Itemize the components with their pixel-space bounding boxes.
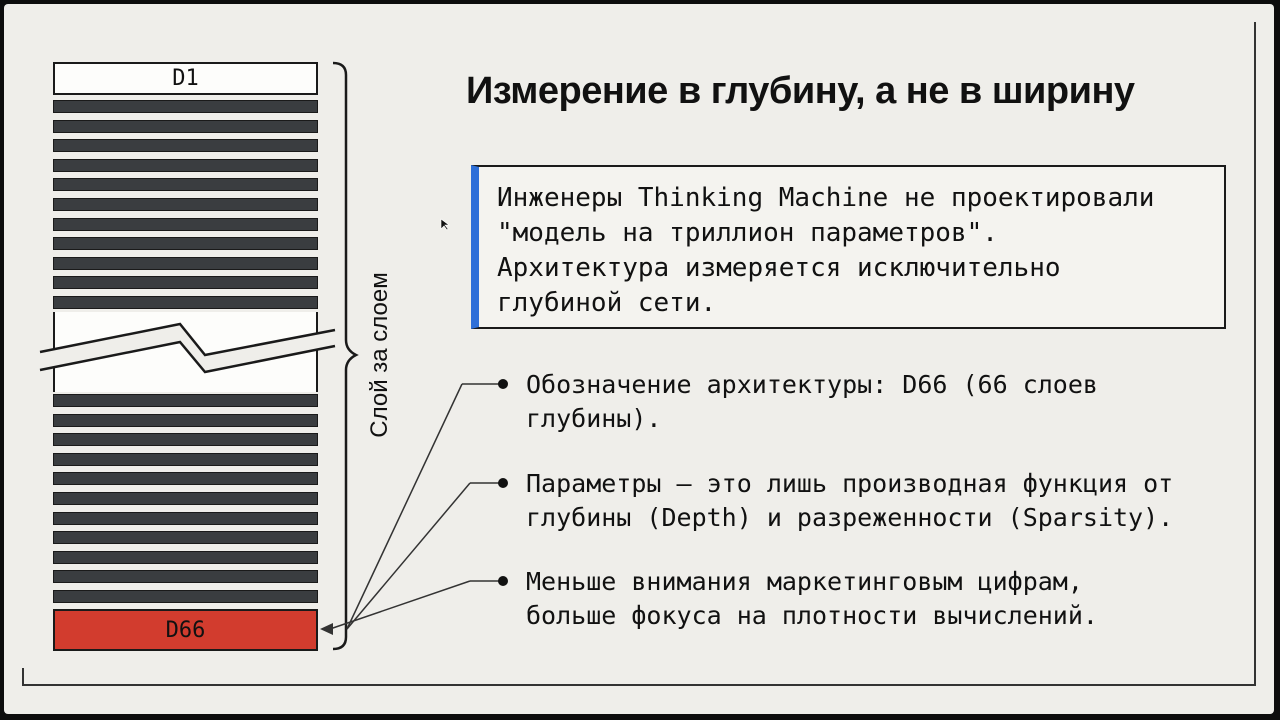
layer-bar <box>53 550 318 564</box>
frame-line-left <box>22 668 24 686</box>
layer-bar <box>53 237 318 251</box>
layer-bar <box>53 296 318 309</box>
connector-line-1b <box>346 383 463 630</box>
layer-d66: D66 <box>53 609 318 651</box>
layer-bar <box>53 198 318 211</box>
layer-bar <box>53 276 318 290</box>
layer-bar <box>53 511 318 525</box>
bullet-dot-1 <box>498 379 508 389</box>
layer-bar <box>53 119 318 133</box>
layer-bar <box>53 217 318 231</box>
layer-bar <box>53 158 318 172</box>
bullet-item-2: Параметры — это лишь производная функция… <box>526 469 1174 532</box>
layer-bar <box>53 139 318 153</box>
layer-bar <box>53 590 318 603</box>
connector-line-3b <box>329 580 471 630</box>
side-label: Слой за слоем <box>366 272 393 438</box>
break-line-upper <box>39 322 336 357</box>
mouse-cursor-icon <box>440 218 450 231</box>
layer-bar <box>53 472 318 486</box>
layer-bar <box>53 531 318 545</box>
break-band <box>40 324 335 372</box>
layer-d66-label: D66 <box>165 617 206 643</box>
bullet-dot-2 <box>498 478 508 488</box>
layer-bar <box>53 570 318 584</box>
callout-box: Инженеры Thinking Machine не проектирова… <box>471 165 1226 329</box>
page-title: Измерение в глубину, а не в ширину <box>466 70 1135 112</box>
frame-line-bottom <box>22 684 1256 686</box>
curly-brace <box>332 61 359 651</box>
frame-line-right <box>1254 22 1256 686</box>
bullet-dot-3 <box>498 576 508 586</box>
layer-bar <box>53 492 318 505</box>
layer-bar <box>53 433 318 447</box>
layer-bar <box>53 394 318 407</box>
layer-bar <box>53 413 318 427</box>
layer-bar <box>53 256 318 270</box>
layer-bar <box>53 452 318 466</box>
layer-bar <box>53 178 318 192</box>
connector-line-2b <box>346 482 471 630</box>
callout-text: Инженеры Thinking Machine не проектирова… <box>497 183 1155 318</box>
break-line-lower <box>39 340 336 374</box>
bullet-item-3: Меньше внимания маркетинговым цифрам, бо… <box>526 567 1098 630</box>
bullet-item-1: Обозначение архитектуры: D66 (66 слоев г… <box>526 370 1098 433</box>
layer-d1-label: D1 <box>172 66 199 91</box>
layer-d1: D1 <box>53 62 318 95</box>
layer-bar <box>53 100 318 113</box>
arrow-head-icon <box>320 623 333 635</box>
